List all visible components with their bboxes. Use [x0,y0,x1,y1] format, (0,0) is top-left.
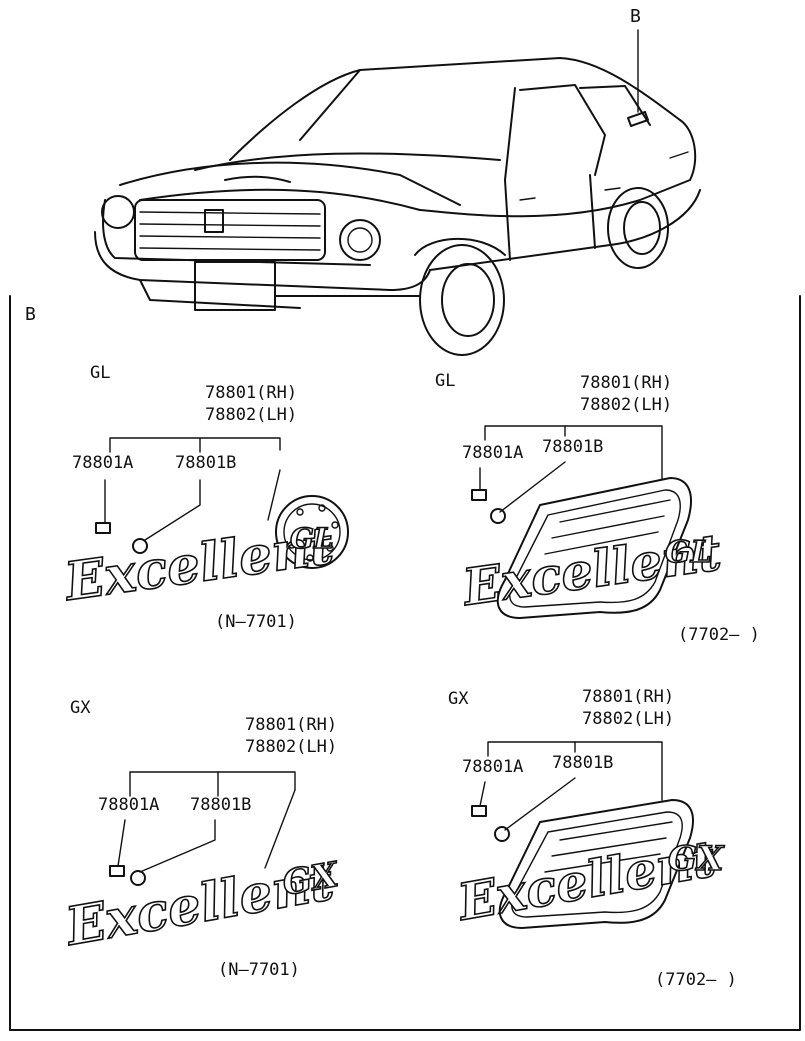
badge-text: GL [290,522,334,555]
part-number-lh: 78802(LH) [580,395,672,415]
badge-text: GX [280,855,343,904]
nut-icon [132,538,148,554]
part-number-lh: 78802(LH) [582,709,674,729]
panel-gl-early: GL 78801(RH) 78802(LH) 78801A 78801B Exc… [59,363,349,632]
part-number-b: 78801B [175,453,236,473]
car-illustration: B [94,6,701,356]
period-label: (7702– ) [655,970,737,990]
emblem-excellent-gl: Excellent GL [59,495,349,614]
nut-icon [130,870,146,886]
nut-icon [494,826,510,842]
part-number-a: 78801A [98,795,159,815]
emblem-excellent-gx-plate: Excellent GX [451,799,726,933]
part-number-rh: 78801(RH) [205,383,297,403]
grade-label: GX [70,698,91,718]
detail-box: B [9,295,801,1031]
part-number-rh: 78801(RH) [580,373,672,393]
emblem-excellent-gx: Excellent GX [59,850,344,959]
grade-label: GX [448,689,469,709]
clip-icon [95,522,111,534]
clip-icon [109,865,125,877]
part-number-rh: 78801(RH) [582,687,674,707]
panel-gx-early: GX 78801(RH) 78802(LH) 78801A 78801B Exc… [59,698,344,980]
detail-box-label: B [25,304,36,325]
clip-icon [471,489,487,501]
panel-gl-late: GL 78801(RH) 78802(LH) 78801A 78801B Exc… [435,371,760,645]
panel-gx-late: GX 78801(RH) 78802(LH) 78801A 78801B Exc… [448,687,737,990]
clip-icon [471,805,487,817]
grade-label: GL [90,363,110,383]
part-number-b: 78801B [552,753,613,773]
part-number-lh: 78802(LH) [245,737,337,757]
car-callout-label: B [630,6,641,27]
part-number-a: 78801A [72,453,133,473]
nut-icon [490,508,506,524]
badge-text: GX [668,839,725,879]
badge-text: GL [665,535,712,570]
period-label: (N–7701) [218,960,300,980]
emblem-excellent-gl-plate: Excellent GL [457,477,725,619]
part-number-b: 78801B [190,795,251,815]
period-label: (7702– ) [678,625,760,645]
part-number-b: 78801B [542,437,603,457]
period-label: (N–7701) [215,612,297,632]
part-number-a: 78801A [462,443,523,463]
part-number-lh: 78802(LH) [205,405,297,425]
part-number-a: 78801A [462,757,523,777]
part-number-rh: 78801(RH) [245,715,337,735]
grade-label: GL [435,371,455,391]
